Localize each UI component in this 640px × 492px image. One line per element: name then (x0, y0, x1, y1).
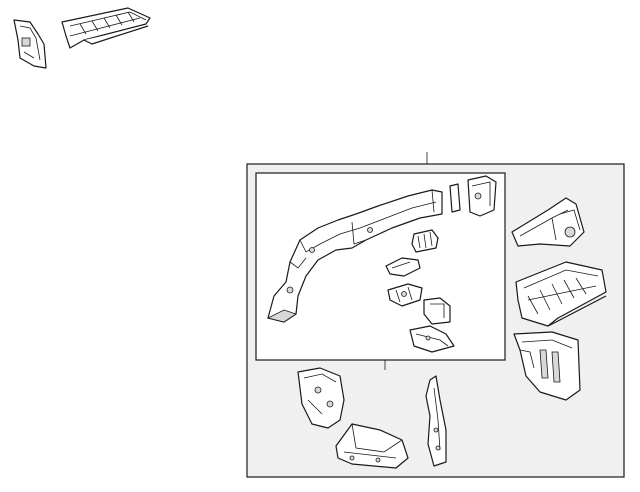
floor-pan-extension (61, 7, 151, 49)
extension-panel (513, 331, 581, 401)
vertical-brace (425, 375, 447, 467)
side-rail-plate (409, 325, 455, 353)
support-bracket (423, 297, 451, 325)
side-reinforcement-panel (297, 367, 345, 429)
rear-frame-rail (266, 189, 443, 323)
rear-rail-bracket (13, 19, 47, 69)
rail-brace (385, 257, 421, 277)
mount-bracket (387, 283, 423, 307)
rail-reinforcement (411, 229, 439, 253)
floor-pan-section (515, 261, 607, 327)
crossmember-bracket (511, 197, 585, 247)
rail-end-bracket (449, 175, 497, 217)
rail-mount-plate (335, 423, 409, 469)
